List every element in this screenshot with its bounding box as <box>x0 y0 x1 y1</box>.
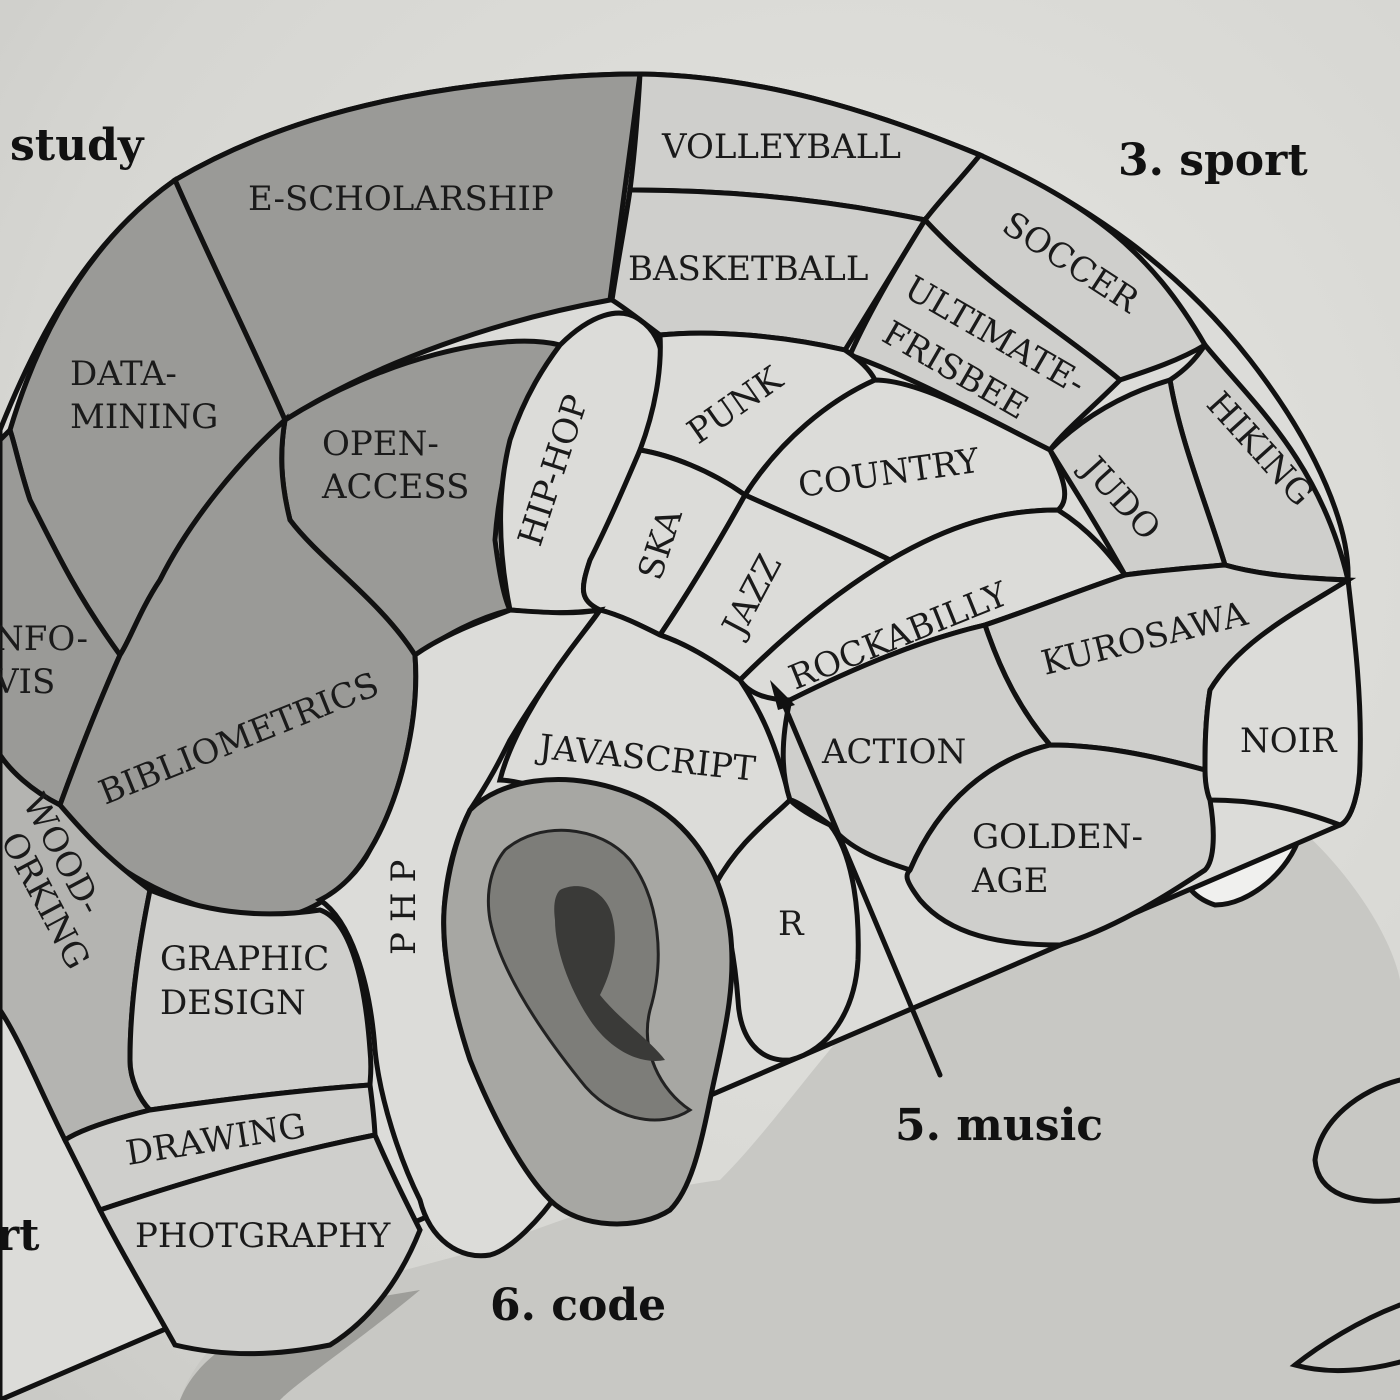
label-php: PHP <box>384 850 424 955</box>
label-open-access-2: ACCESS <box>321 467 469 507</box>
label-action: ACTION <box>821 732 966 772</box>
region-photgraphy <box>96 1132 423 1357</box>
label-e-scholarship: E-SCHOLARSHIP <box>248 179 554 219</box>
label-volleyball: VOLLEYBALL <box>661 127 901 167</box>
label-info-vis-2: VIS <box>0 662 55 702</box>
category-music: 5. music <box>895 1100 1103 1151</box>
label-r: R <box>778 904 805 944</box>
label-graphic-design-2: DESIGN <box>160 983 306 1023</box>
label-data-mining-1: DATA- <box>70 354 177 394</box>
label-open-access-1: OPEN- <box>322 424 439 464</box>
label-data-mining-2: MINING <box>70 397 218 437</box>
lips-outline <box>1289 1302 1400 1374</box>
label-basketball: BASKETBALL <box>628 249 868 289</box>
region-noir <box>1202 575 1363 828</box>
category-study: study <box>10 120 145 171</box>
label-photgraphy: PHOTGRAPHY <box>135 1216 391 1256</box>
label-noir: NOIR <box>1240 721 1338 761</box>
category-code: 6. code <box>490 1280 666 1331</box>
music-pointer-line <box>777 692 943 1078</box>
label-golden-age-2: AGE <box>971 861 1049 901</box>
ear-canal <box>554 886 665 1061</box>
label-graphic-design-1: GRAPHIC <box>160 939 329 979</box>
category-sport: 3. sport <box>1118 135 1308 186</box>
label-golden-age-1: GOLDEN- <box>972 817 1143 857</box>
music-pointer-arrow <box>770 680 795 710</box>
region-golden-age <box>904 742 1216 948</box>
nose-outline <box>1312 1077 1400 1204</box>
label-info-vis-1: NFO- <box>0 619 88 659</box>
category-art-partial: rt <box>0 1210 40 1261</box>
